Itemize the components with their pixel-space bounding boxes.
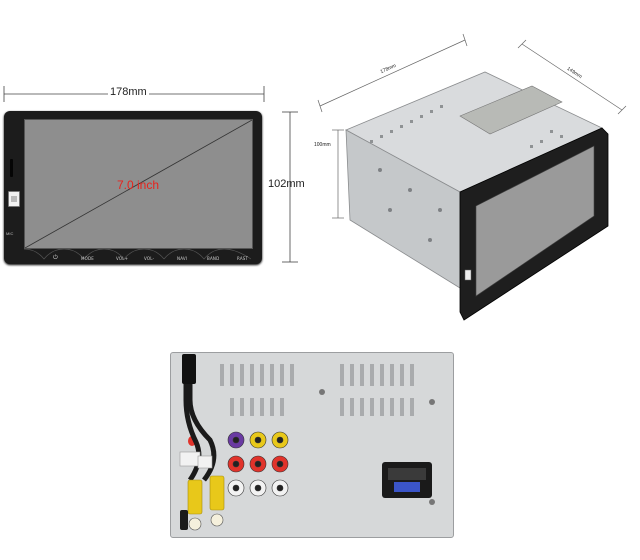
button-mode[interactable]: MODE [81,256,95,261]
rear-vents [220,364,435,505]
button-power[interactable]: ⏻ [53,254,58,262]
height-dimension-line [282,111,298,263]
button-strip [24,248,251,260]
button-band[interactable]: BAND [207,256,220,261]
red-connector [188,436,196,446]
screen-size-label: 7.0 inch [117,178,160,192]
diagonal-line [25,120,252,248]
front-view: 178mm 102mm [0,80,320,280]
iso-view: 178mm 149mm 100mm [300,30,640,330]
height-label: 102mm [268,178,305,190]
rca-jack-grid [227,431,289,497]
button-rast[interactable]: RAST [237,256,249,261]
yellow-rca-plugs [180,475,225,531]
iso-dimension-lines [317,33,627,219]
power-icon: ⏻ [53,254,58,261]
harness-connector [382,462,432,498]
usb-port [8,191,20,207]
cable-bundle [179,354,217,482]
rear-view [160,350,460,550]
button-vol-up[interactable]: VOL+ [116,256,129,261]
front-screen: 7.0 inch [24,119,253,249]
width-label: 178mm [108,86,149,98]
iso-height-label: 100mm [314,142,331,148]
button-navi[interactable]: NAVI [177,256,188,261]
front-bezel: 7.0 inch MIC ⏻ MODE VOL+ VOL- NAVI BAND … [4,111,262,264]
button-vol-down[interactable]: VOL- [144,256,155,261]
iso-chassis [345,71,609,321]
microphone-hole [10,159,13,177]
mic-label: MIC [6,231,14,236]
